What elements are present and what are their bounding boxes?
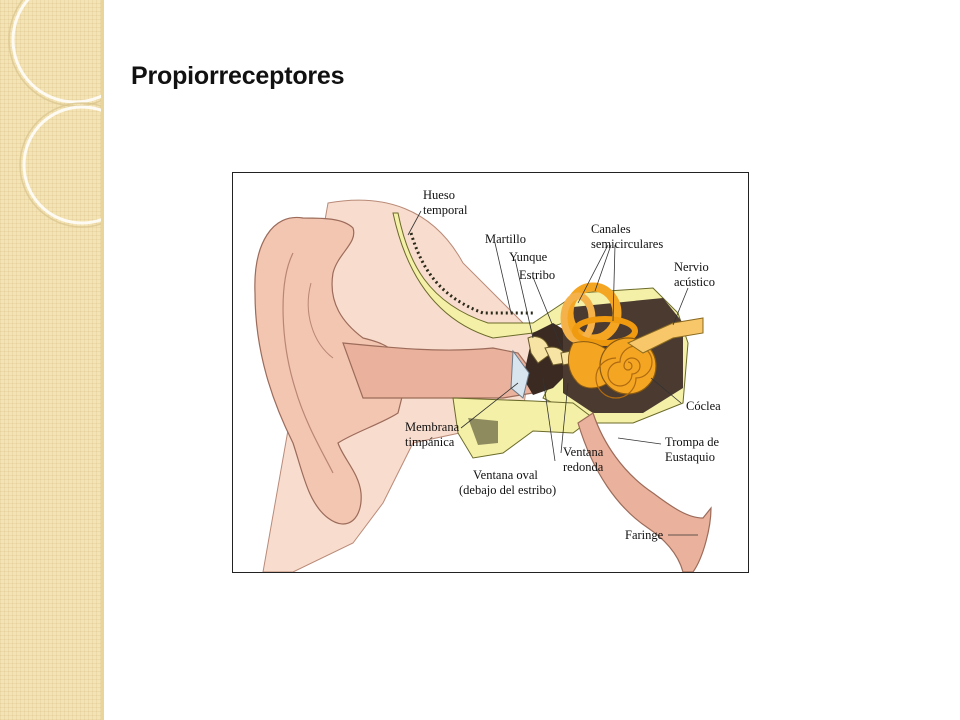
label-ventana-oval: Ventana oval (debajo del estribo): [459, 468, 556, 497]
outer-ear: [254, 216, 409, 525]
semicircular-canal-3: [572, 316, 638, 346]
slide-title: Propiorreceptores: [131, 62, 345, 90]
acoustic-nerve: [626, 317, 704, 354]
ear-canal: [342, 342, 534, 399]
ear-anatomy-diagram: Hueso temporal Martillo Yunque Estribo C…: [254, 188, 722, 572]
label-membrana-timpanica: Membrana timpánica: [405, 420, 462, 449]
label-estribo: Estribo: [519, 268, 555, 282]
label-nervio-acustico: Nervio acústico: [674, 260, 715, 289]
eustachian-tube: [577, 412, 712, 572]
decorative-circles: [8, 0, 101, 228]
label-canales-semicirculares: Canales semicirculares: [591, 222, 663, 251]
label-ventana-redonda: Ventana redonda: [563, 445, 606, 474]
tympanic-membrane: [510, 349, 530, 399]
ear-anatomy-figure: Hueso temporal Martillo Yunque Estribo C…: [232, 172, 749, 573]
label-coclea: Cóclea: [686, 399, 721, 413]
label-hueso-temporal: Hueso temporal: [423, 188, 468, 217]
decorative-side-strip: [0, 0, 104, 720]
label-trompa-eustaquio: Trompa de Eustaquio: [665, 435, 722, 464]
label-martillo: Martillo: [485, 232, 526, 246]
label-yunque: Yunque: [509, 250, 548, 264]
label-faringe: Faringe: [625, 528, 664, 542]
